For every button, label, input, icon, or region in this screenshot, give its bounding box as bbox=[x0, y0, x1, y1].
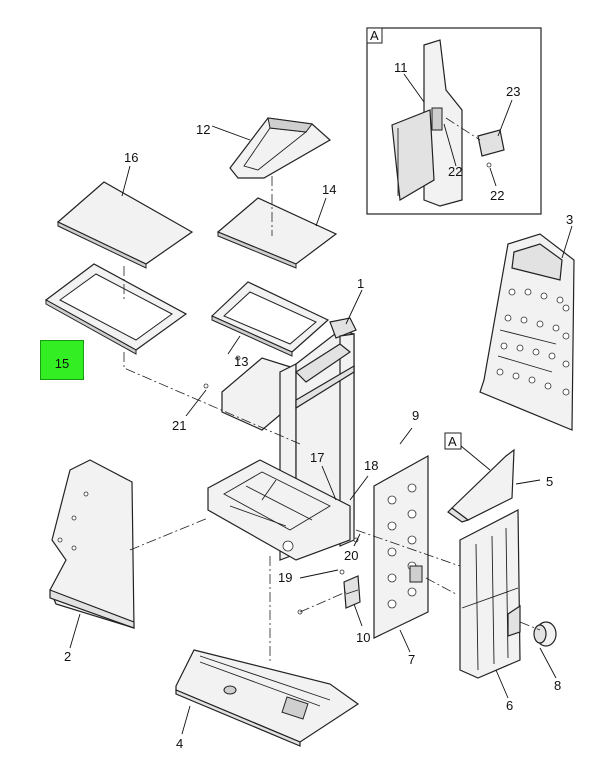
part-10-latch bbox=[343, 575, 361, 609]
part-15-frame bbox=[44, 263, 188, 355]
callout-labels: 1 2 3 4 5 6 7 8 9 10 11 12 13 14 16 17 1… bbox=[64, 60, 573, 751]
callout-23: 23 bbox=[506, 84, 520, 99]
callout-2: 2 bbox=[64, 649, 71, 664]
callout-7: 7 bbox=[408, 652, 415, 667]
callout-14: 14 bbox=[322, 182, 336, 197]
callout-21: 21 bbox=[172, 418, 186, 433]
callout-5: 5 bbox=[546, 474, 553, 489]
part-14-pad bbox=[216, 197, 338, 269]
callout-3: 3 bbox=[566, 212, 573, 227]
part-2-side-panel bbox=[49, 459, 135, 629]
callout-22-upper: 22 bbox=[448, 164, 462, 179]
callout-1: 1 bbox=[357, 276, 364, 291]
part-16-pad bbox=[56, 181, 194, 269]
callout-9: 9 bbox=[412, 408, 419, 423]
rear-panel-holes bbox=[496, 288, 570, 396]
assembly-lines bbox=[123, 176, 541, 664]
callout-17: 17 bbox=[310, 450, 324, 465]
callout-6: 6 bbox=[506, 698, 513, 713]
leader-lines bbox=[69, 73, 573, 735]
detail-inset-a: A bbox=[366, 27, 542, 215]
pointer-letter: A bbox=[448, 434, 457, 449]
callout-18: 18 bbox=[364, 458, 378, 473]
callout-13: 13 bbox=[234, 354, 248, 369]
part-4-base bbox=[175, 649, 360, 747]
callout-11: 11 bbox=[394, 60, 408, 75]
part-8-knob bbox=[533, 621, 557, 647]
callout-20: 20 bbox=[344, 548, 358, 563]
part-13-frame bbox=[210, 281, 330, 357]
callout-19: 19 bbox=[278, 570, 292, 585]
callout-10: 10 bbox=[356, 630, 370, 645]
callout-4: 4 bbox=[176, 736, 183, 751]
inset-letter: A bbox=[370, 28, 379, 43]
fasteners bbox=[203, 355, 359, 615]
callout-8: 8 bbox=[554, 678, 561, 693]
part-6-front-cover bbox=[459, 509, 521, 679]
part-3-rear-panel bbox=[479, 233, 575, 431]
callout-12: 12 bbox=[196, 122, 210, 137]
part-5-upper-cover bbox=[447, 448, 515, 523]
callout-16: 16 bbox=[124, 150, 138, 165]
detail-pointer-a: A bbox=[444, 432, 491, 471]
callout-15: 15 bbox=[54, 356, 70, 371]
callout-22-lower: 22 bbox=[490, 188, 504, 203]
part-1-main-frame bbox=[207, 317, 357, 561]
part-12-top-cover bbox=[229, 117, 332, 179]
part-7-door-panel bbox=[373, 454, 429, 639]
highlighted-callout-15[interactable]: 15 bbox=[40, 340, 84, 380]
